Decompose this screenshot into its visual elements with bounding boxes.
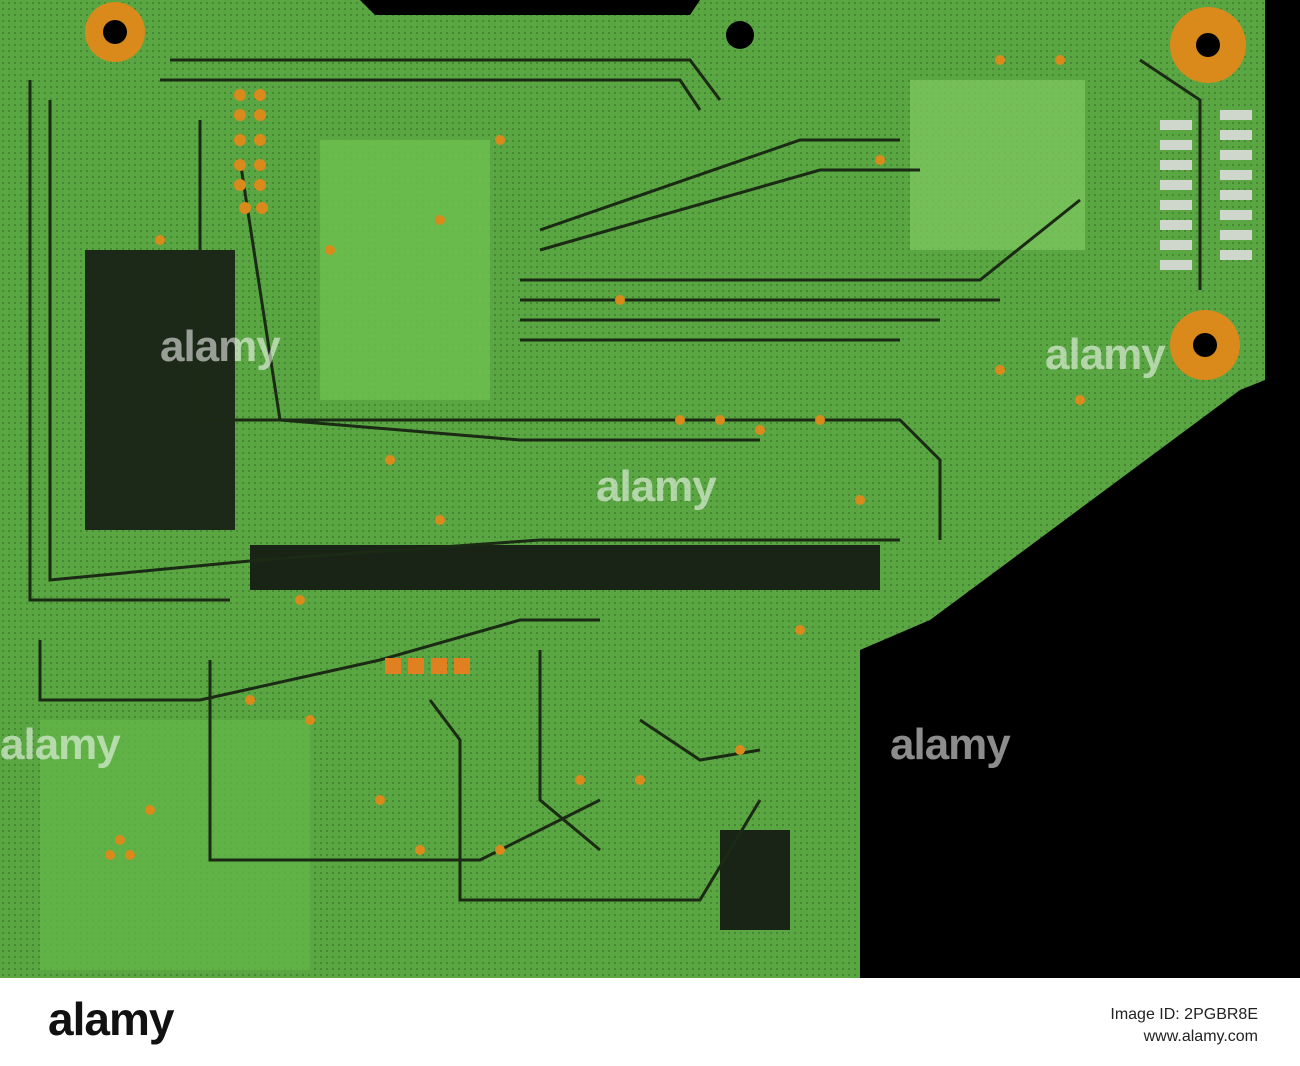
watermark: alamy: [160, 322, 281, 371]
watermark: alamy: [1045, 330, 1166, 379]
circuit-traces: [28, 58, 1202, 902]
watermark: alamy: [890, 720, 1011, 769]
smd-pads: [385, 658, 470, 674]
stock-footer: [0, 978, 1300, 1066]
watermark: alamy: [0, 720, 121, 769]
site-url: www.alamy.com: [1143, 1028, 1258, 1045]
alamy-logo: alamy: [48, 993, 174, 1045]
vias: [105, 55, 1085, 860]
pcb-photo: [0, 0, 1265, 978]
connector-pads: [1160, 110, 1252, 270]
image-id: Image ID: 2PGBR8E: [1110, 1006, 1258, 1023]
image-caption: Image ID: 2PGBR8E www.alamy.com: [1110, 1004, 1258, 1048]
mounting-holes: [85, 2, 1246, 380]
watermark: alamy: [596, 462, 717, 511]
